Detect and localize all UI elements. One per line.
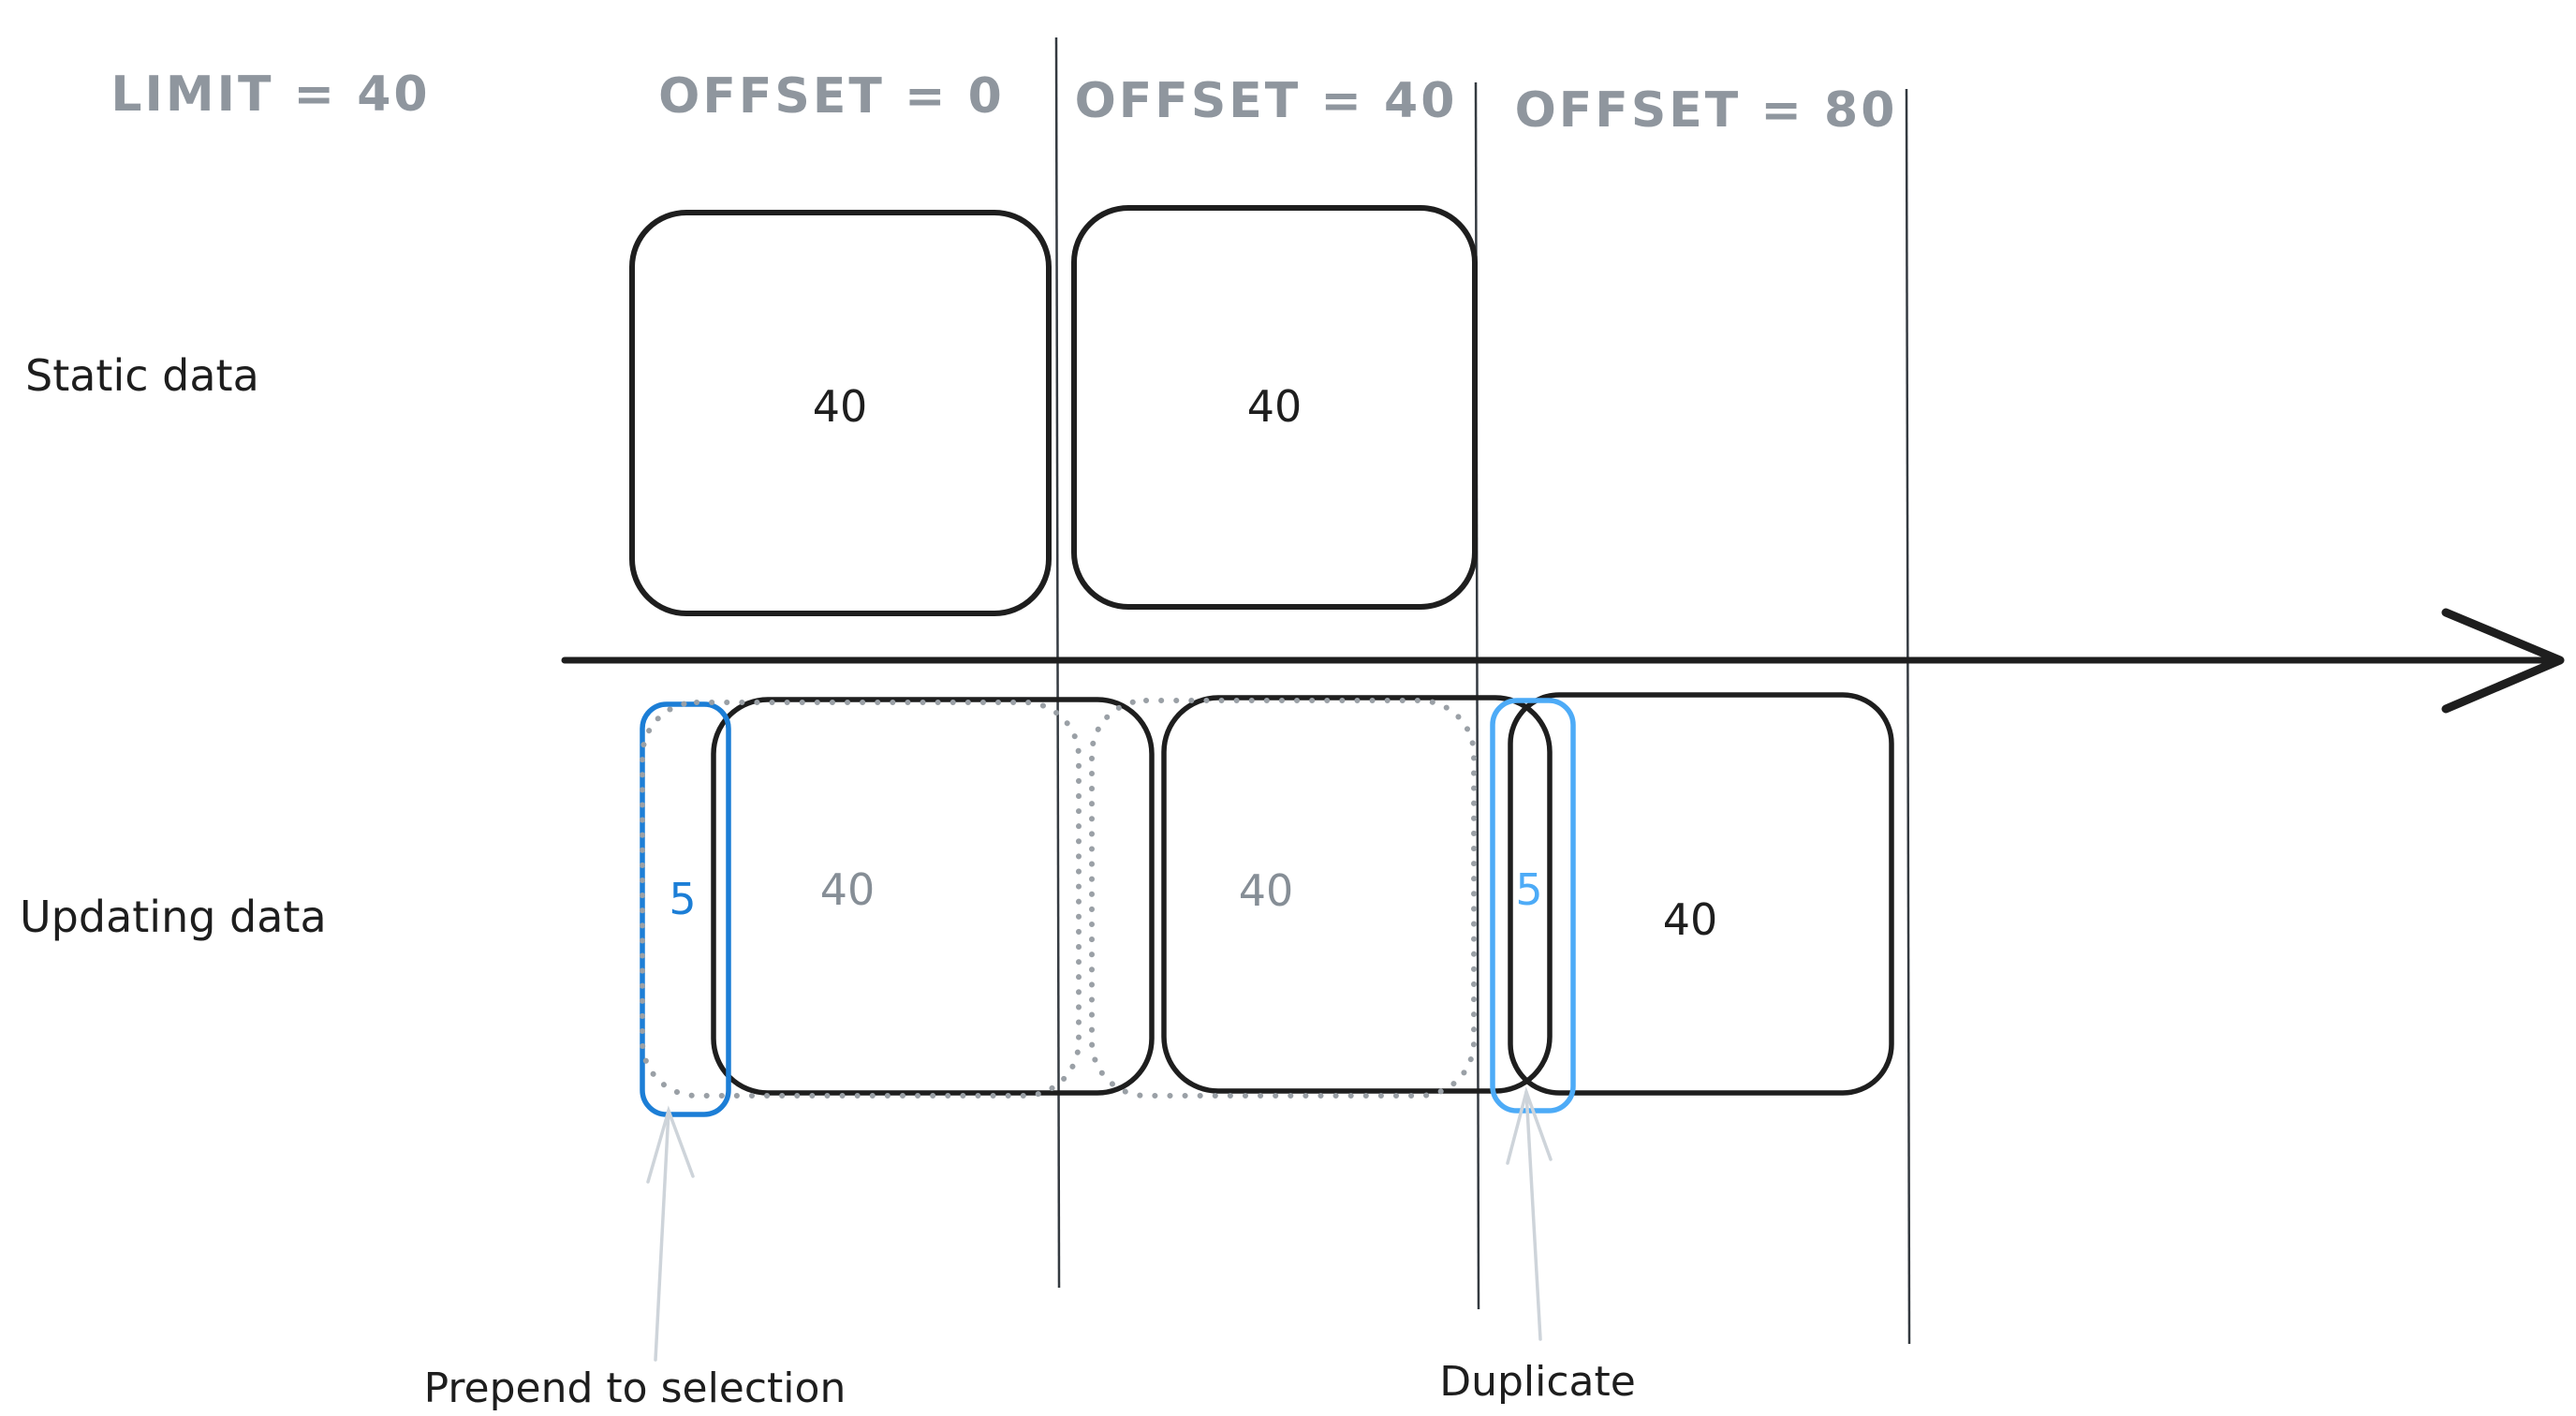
updating-page3-box [1508,692,1894,1096]
duplicate-annotation-label: Duplicate [1439,1358,1636,1406]
ghost-page1-box [640,700,1082,1099]
timeline-arrow [561,608,2565,714]
duplicate-arrow-shaft [1524,1090,1542,1341]
ghost-page2-box [1089,698,1477,1099]
static-page1-value: 40 [813,381,868,432]
updating-row-boxes [711,692,1894,1096]
updating-page3-value: 40 [1663,894,1718,945]
duplicate-annotation-arrow [1506,1086,1553,1341]
static-page2-box [1071,205,1478,610]
duplicate-items-value: 5 [1515,864,1542,915]
updating-page2-box [1161,695,1553,1094]
timeline-arrowhead-icon [2441,608,2565,714]
updating-page1-box [711,697,1155,1096]
static-row-boxes [629,205,1478,616]
offset-40-label: OFFSET = 40 [1075,73,1458,129]
prepend-annotation-arrow [646,1105,695,1362]
offset-80-label: OFFSET = 80 [1515,82,1898,139]
duplicate-arrowhead-icon [1506,1086,1553,1165]
static-page2-value: 40 [1247,381,1303,432]
prepend-arrow-shaft [654,1109,670,1362]
divider-3 [1905,88,1911,1345]
updating-row-label: Updating data [20,892,327,942]
prepended-items-value: 5 [669,874,696,924]
limit-label: LIMIT = 40 [110,66,430,123]
ghost-page-outlines [640,698,1477,1099]
static-row-label: Static data [25,350,259,401]
static-page1-box [629,210,1052,616]
offset-0-label: OFFSET = 0 [658,68,1005,125]
updating-page2-value: 40 [1239,865,1294,916]
prepend-annotation-label: Prepend to selection [424,1364,846,1412]
updating-page1-value: 40 [820,864,876,915]
prepend-arrowhead-icon [646,1105,695,1184]
